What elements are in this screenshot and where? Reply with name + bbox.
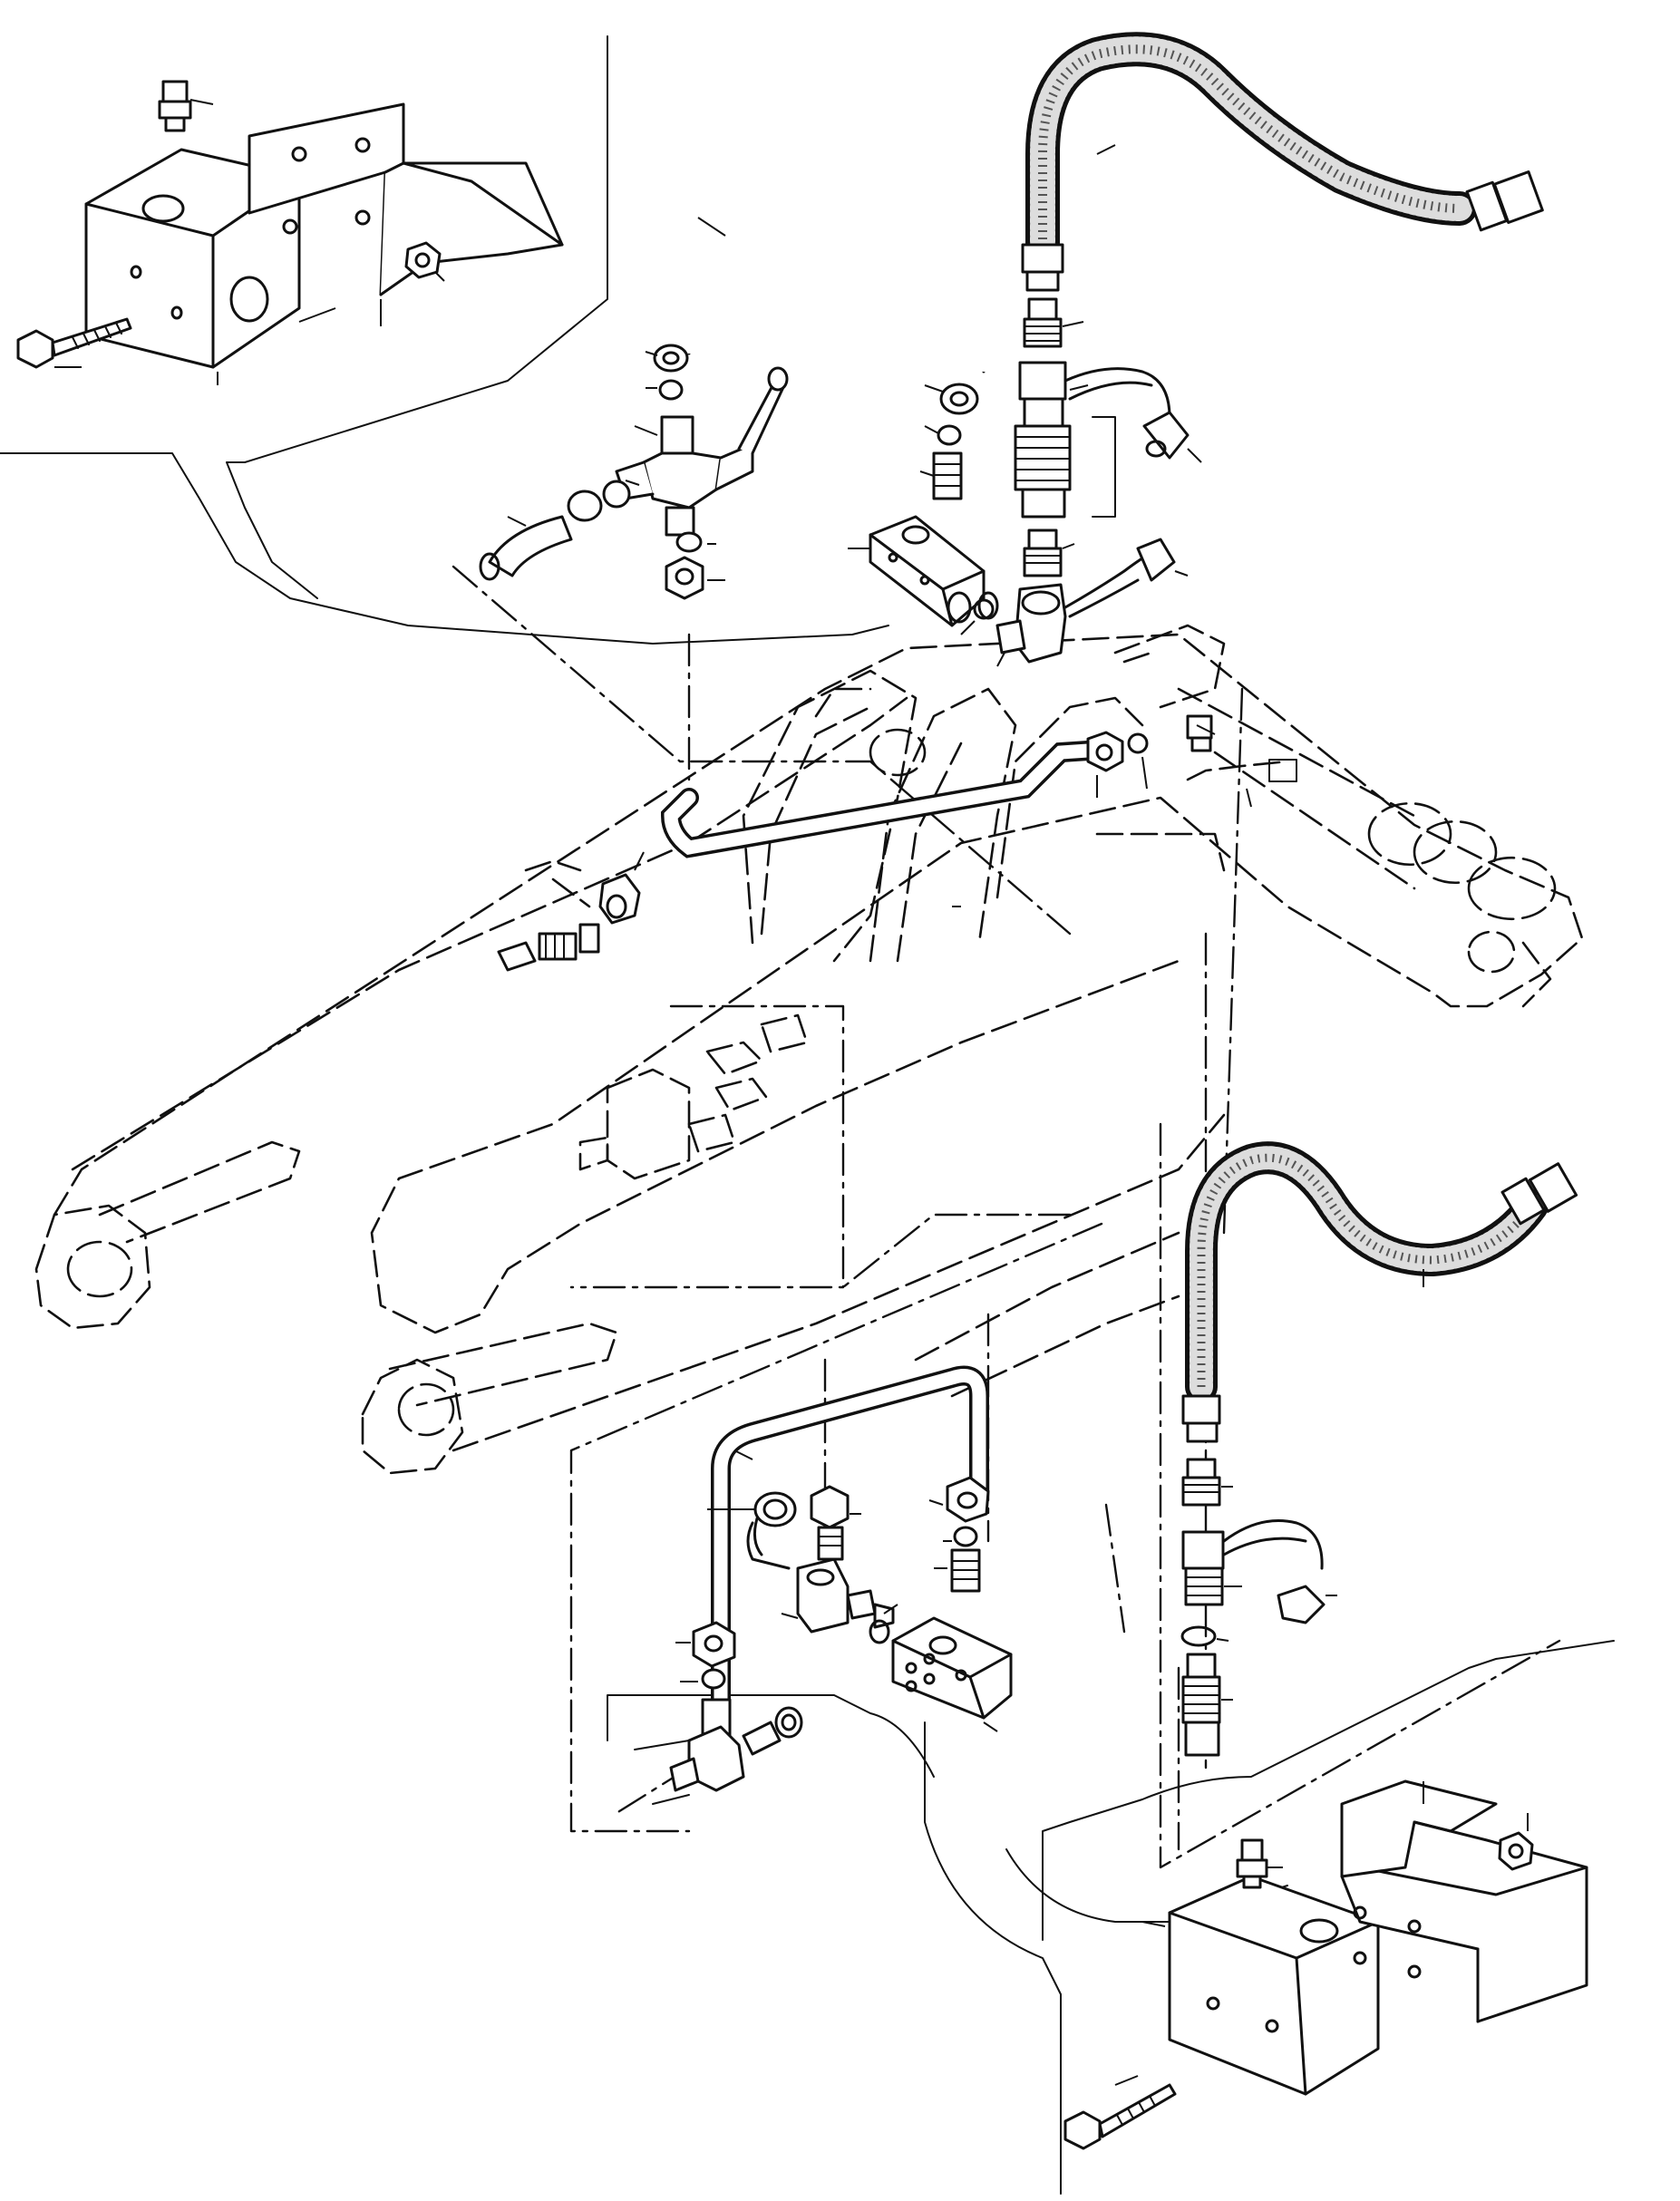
ball-valve-icon bbox=[615, 366, 789, 537]
mounting-block-bottom bbox=[1141, 1875, 1380, 2096]
inset-bottom-right bbox=[1063, 1779, 1588, 2150]
callout-leaders bbox=[952, 724, 1252, 907]
elbow-fitting-icon bbox=[479, 480, 631, 581]
quick-coupler-top-icon bbox=[1014, 361, 1190, 519]
mid-manifold-phantom-icon bbox=[578, 1013, 809, 1180]
elbow-dust-cap-icon bbox=[995, 538, 1189, 664]
adapter-top-icon bbox=[1023, 297, 1084, 348]
nipple-bottom-icon bbox=[1181, 1653, 1233, 1757]
hose-end-fitting-bottom-icon bbox=[1500, 1162, 1578, 1226]
sleeve-left-1-icon bbox=[658, 379, 684, 401]
o-ring-top-icon bbox=[960, 591, 999, 635]
boom-pipe-mid bbox=[497, 714, 1297, 1180]
adapter-bottom-icon bbox=[1181, 1458, 1233, 1507]
fitting-lower-a-icon bbox=[810, 1485, 861, 1561]
inset-top-left bbox=[0, 35, 889, 645]
valve-assembly-top bbox=[479, 209, 1001, 627]
grease-fitting-top-icon bbox=[158, 80, 214, 132]
adapter-mid-icon bbox=[1023, 528, 1075, 577]
nut-left-2-icon bbox=[665, 531, 704, 600]
nut-top-icon bbox=[404, 241, 445, 282]
hose-assembly-top bbox=[960, 32, 1544, 667]
nut-left-1-icon bbox=[653, 344, 689, 373]
o-ring-bottom-icon bbox=[1180, 1625, 1229, 1647]
o-ring-lower-icon bbox=[869, 1604, 898, 1644]
bolt-bottom-icon bbox=[1063, 2075, 1177, 2150]
tee-fitting-lower-icon bbox=[669, 1698, 803, 1792]
hose-end-fitting-top-icon bbox=[1465, 170, 1544, 232]
hose-ferrule-top-icon bbox=[1021, 243, 1064, 292]
hose-ferrule-bottom-icon bbox=[1181, 1394, 1221, 1443]
fitting-cluster-left-icon bbox=[497, 851, 645, 972]
grease-fitting-bottom-icon bbox=[1236, 1838, 1283, 1889]
fitting-cluster-right-icon bbox=[1186, 714, 1297, 782]
nut-lower-left-icon bbox=[675, 1621, 736, 1690]
manifold-block-top bbox=[869, 515, 995, 627]
manifold-block-bottom bbox=[891, 1616, 1013, 1732]
boom-outline bbox=[34, 624, 1584, 1475]
bolt-top-icon bbox=[16, 317, 132, 369]
valve-assembly-bottom bbox=[607, 1365, 1615, 2195]
nut-bottom-icon bbox=[1498, 1813, 1534, 1871]
pipe-nut-mid-icon bbox=[1086, 731, 1149, 798]
nut-right-1-icon bbox=[932, 383, 979, 500]
hose-assembly-bottom bbox=[1180, 1141, 1578, 1757]
check-valve-icon bbox=[707, 1491, 797, 1570]
fitting-lower-b-icon bbox=[928, 1476, 990, 1593]
quick-coupler-bottom-icon bbox=[1181, 1519, 1337, 1624]
